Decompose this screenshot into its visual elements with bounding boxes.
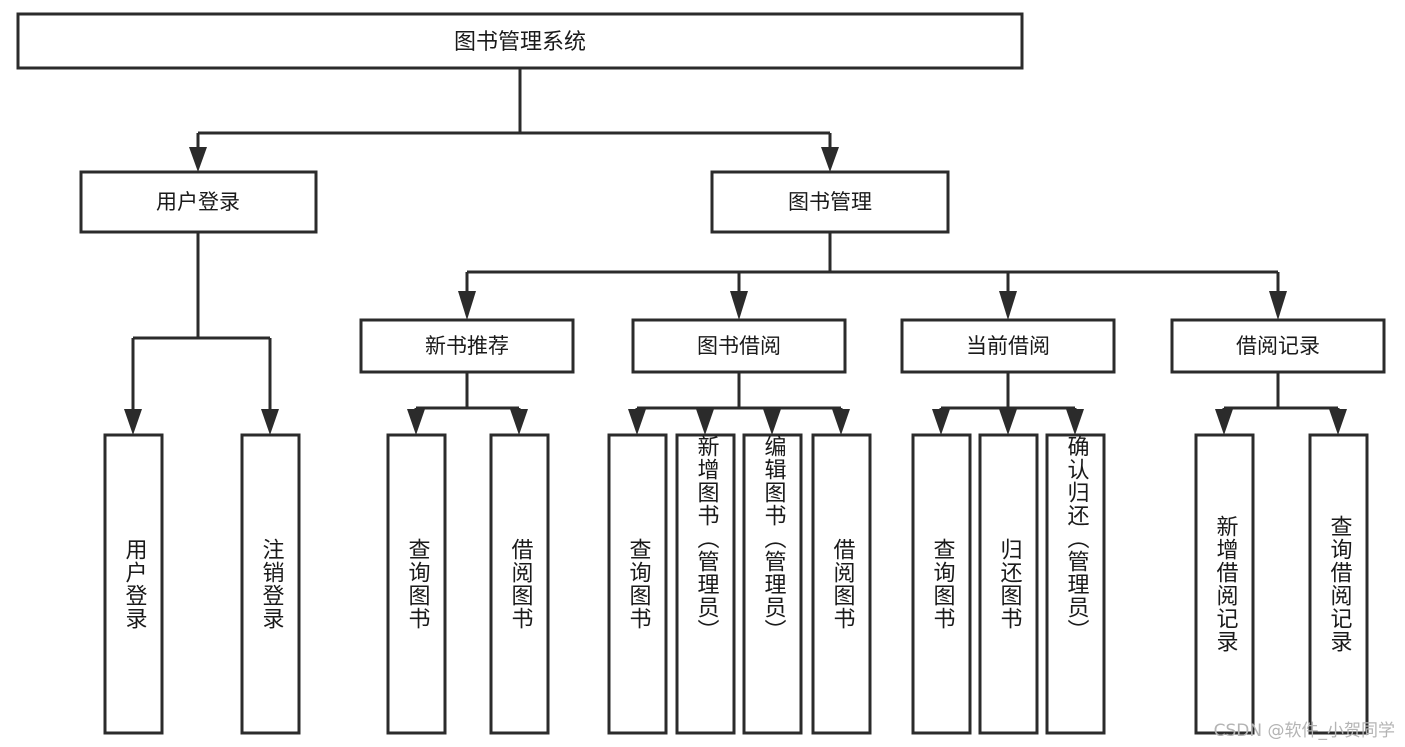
arrow-head-record-leaf2 bbox=[1329, 409, 1347, 435]
leaf-box-book-borrow-1[interactable] bbox=[607, 433, 668, 735]
node-borrow-record-label: 借阅记录 bbox=[1236, 334, 1320, 358]
node-new-book-recommend-label: 新书推荐 bbox=[425, 334, 509, 358]
leaf-box-book-borrow-4[interactable] bbox=[811, 433, 872, 735]
arrow-head-current-leaf2 bbox=[999, 409, 1017, 435]
node-borrow-record-box[interactable] bbox=[1170, 318, 1386, 374]
leaf-box-current-borrow-3[interactable] bbox=[1045, 433, 1106, 735]
arrow-head-newbook-leaf1 bbox=[407, 409, 425, 435]
node-current-borrow-label: 当前借阅 bbox=[966, 334, 1050, 358]
arrow-head-record-leaf1 bbox=[1215, 409, 1233, 435]
connector-layer bbox=[124, 68, 1347, 435]
arrow-head-borrow bbox=[730, 291, 748, 320]
arrow-head-newbook bbox=[458, 291, 476, 320]
node-root-label: 图书管理系统 bbox=[454, 30, 586, 55]
arrow-head-book-manage bbox=[821, 147, 839, 172]
node-layer: 图书管理系统 用户登录 图书管理 新书推荐 图书借阅 当前借阅 借阅记录 bbox=[16, 12, 1386, 735]
node-user-login-label: 用户登录 bbox=[156, 190, 240, 214]
arrow-head-newbook-leaf2 bbox=[510, 409, 528, 435]
arrow-head-user-login bbox=[189, 147, 207, 172]
node-book-borrow-box[interactable] bbox=[631, 318, 847, 374]
node-user-login-box[interactable] bbox=[79, 170, 318, 234]
node-new-book-recommend-box[interactable] bbox=[359, 318, 575, 374]
leaf-box-new-book-2[interactable] bbox=[489, 433, 550, 735]
node-root-box[interactable] bbox=[16, 12, 1024, 70]
leaf-box-borrow-record-2[interactable] bbox=[1308, 433, 1369, 735]
arrow-head-current bbox=[999, 291, 1017, 320]
leaf-box-user-login-2[interactable] bbox=[240, 433, 301, 735]
arrow-head-borrow-leaf1 bbox=[628, 409, 646, 435]
leaf-box-current-borrow-2[interactable] bbox=[978, 433, 1039, 735]
arrow-head-record bbox=[1269, 291, 1287, 320]
arrow-head-userlogin-leaf1 bbox=[124, 409, 142, 435]
node-current-borrow-box[interactable] bbox=[900, 318, 1116, 374]
leaf-box-current-borrow-1[interactable] bbox=[911, 433, 972, 735]
leaf-box-new-book-1[interactable] bbox=[386, 433, 447, 735]
arrow-head-borrow-leaf3 bbox=[763, 409, 781, 435]
node-book-manage-box[interactable] bbox=[710, 170, 950, 234]
leaf-box-book-borrow-2[interactable] bbox=[675, 433, 736, 735]
node-book-manage-label: 图书管理 bbox=[788, 190, 872, 214]
leaf-box-book-borrow-3[interactable] bbox=[742, 433, 803, 735]
arrow-head-borrow-leaf4 bbox=[832, 409, 850, 435]
node-book-borrow-label: 图书借阅 bbox=[697, 334, 781, 358]
arrow-head-current-leaf3 bbox=[1066, 409, 1084, 435]
arrow-head-current-leaf1 bbox=[932, 409, 950, 435]
arrow-head-userlogin-leaf2 bbox=[261, 409, 279, 435]
arrow-head-borrow-leaf2 bbox=[696, 409, 714, 435]
leaf-box-borrow-record-1[interactable] bbox=[1194, 433, 1255, 735]
leaf-box-user-login-1[interactable] bbox=[103, 433, 164, 735]
